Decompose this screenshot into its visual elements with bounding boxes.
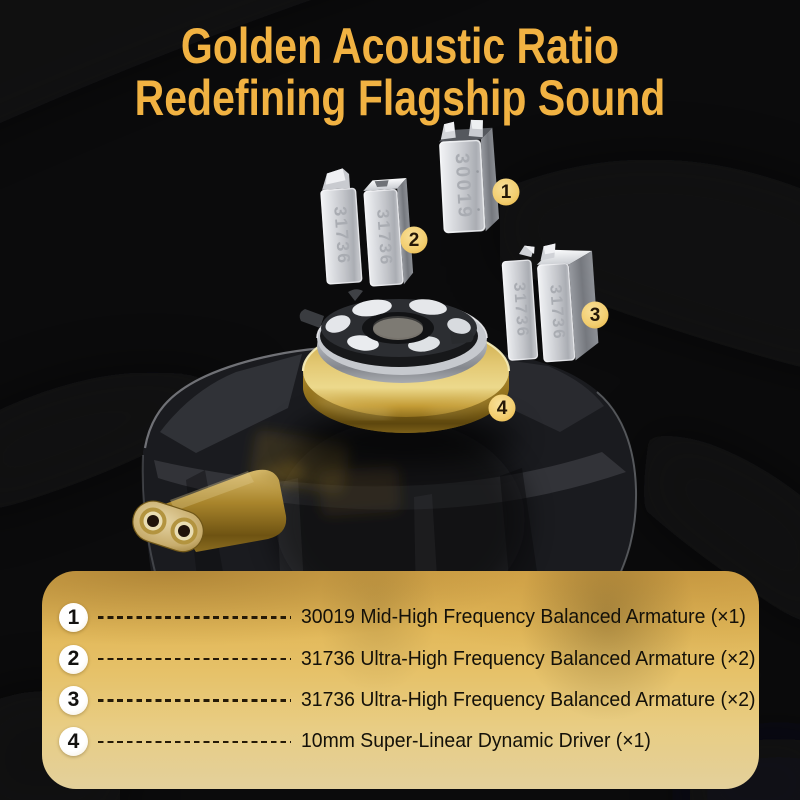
plate-tab [348, 289, 363, 301]
badge-1: 1 [492, 178, 520, 206]
legend-number-badge: 4 [59, 727, 88, 757]
ba-label: 30019 [451, 152, 476, 220]
legend-rows: 1 30019 Mid-High Frequency Balanced Arma… [42, 597, 759, 763]
ba-box: 30019 [438, 119, 500, 234]
legend-number-badge: 3 [59, 685, 88, 715]
ba-top-notch [374, 180, 389, 188]
title-line-2: Redefining Flagship Sound [134, 70, 666, 126]
connector-face [132, 500, 204, 553]
connector-inner-gold [255, 458, 308, 486]
legend-row: 2 31736 Ultra-High Frequency Balanced Ar… [42, 638, 759, 679]
ba-box: 31736 [536, 243, 599, 363]
ba-prong-top [543, 243, 556, 255]
legend-row: 4 10mm Super-Linear Dynamic Driver (×1) [42, 721, 759, 762]
connector-hole [178, 525, 190, 537]
ba-prong-top [524, 245, 535, 254]
dynamic-driver [294, 289, 518, 464]
two-pin-connector [132, 458, 308, 553]
plate-pad [347, 335, 379, 351]
plate-pad [352, 299, 392, 317]
ba-label: 31736 [373, 208, 396, 266]
legend-item-text: 30019 Mid-High Frequency Balanced Armatu… [301, 606, 746, 629]
page-title: Golden Acoustic Ratio Redefining Flagshi… [0, 20, 800, 124]
legend-panel: 1 30019 Mid-High Frequency Balanced Arma… [42, 571, 759, 789]
plate-pad [325, 315, 351, 333]
ba-single: 30019 [438, 119, 500, 234]
ba-pair-2: 31736 31736 [320, 168, 414, 287]
ba-front [439, 139, 486, 234]
plate-tab [299, 309, 324, 328]
title-line-1: Golden Acoustic Ratio [180, 18, 620, 74]
ba-front [320, 187, 363, 285]
shell-edge-highlight [596, 391, 638, 595]
badge-number: 1 [501, 182, 512, 203]
legend-dash-line [98, 699, 291, 702]
legend-item-text: 10mm Super-Linear Dynamic Driver (×1) [301, 730, 651, 753]
legend-row: 1 30019 Mid-High Frequency Balanced Arma… [42, 597, 759, 638]
ba-label: 31736 [510, 282, 532, 339]
legend-item-text: 31736 Ultra-High Frequency Balanced Arma… [301, 688, 756, 711]
legend-row: 3 31736 Ultra-High Frequency Balanced Ar… [42, 680, 759, 721]
bg-streak [0, 0, 311, 124]
badge-number: 2 [409, 230, 420, 251]
plate-pad [447, 318, 471, 334]
gold-ring-sheen [429, 395, 495, 415]
gold-ring-side [303, 371, 509, 433]
spider-plate [299, 289, 478, 367]
ba-front [537, 262, 576, 363]
badge-number: 3 [590, 305, 601, 326]
badges: 1 2 3 4 [400, 178, 609, 422]
ba-side [480, 127, 500, 232]
plate-center-disc-sheen [373, 316, 423, 338]
badge-number: 4 [497, 398, 508, 419]
ba-label: 31736 [546, 284, 568, 341]
ba-pair-3: 31736 31736 [501, 243, 599, 363]
shell-facet [478, 356, 604, 432]
connector-hole [147, 515, 159, 527]
bg-streak [640, 430, 800, 624]
ba-side [568, 250, 599, 361]
ba-box: 31736 [320, 168, 363, 285]
legend-dash-line [98, 657, 291, 661]
ba-prong-top [444, 121, 455, 133]
ba-prong-top [325, 168, 346, 185]
legend-number-badge: 1 [59, 603, 88, 633]
legend-item-text: 31736 Ultra-High Frequency Balanced Arma… [301, 647, 756, 670]
shell-gold-internal [319, 465, 401, 517]
legend-dash-line [98, 616, 291, 619]
shell-edge-highlight [143, 345, 345, 449]
plate-pad [409, 299, 447, 315]
ba-prong-top [470, 119, 483, 130]
ba-front [501, 259, 539, 361]
badge-3: 3 [581, 301, 609, 329]
gold-ring-sheen [316, 395, 391, 417]
plate-center-disc [373, 318, 423, 340]
legend-number-badge: 2 [59, 644, 88, 674]
bg-streak [500, 159, 800, 368]
ba-label: 31736 [330, 206, 354, 266]
ba-box: 31736 [501, 245, 539, 361]
plate-tab [450, 330, 474, 344]
ba-front [363, 188, 404, 287]
shell-facet [160, 354, 302, 453]
badge-2: 2 [400, 226, 428, 254]
badge-4: 4 [488, 394, 516, 422]
connector-barrel-highlight [170, 471, 254, 511]
legend-dash-line [98, 740, 291, 744]
